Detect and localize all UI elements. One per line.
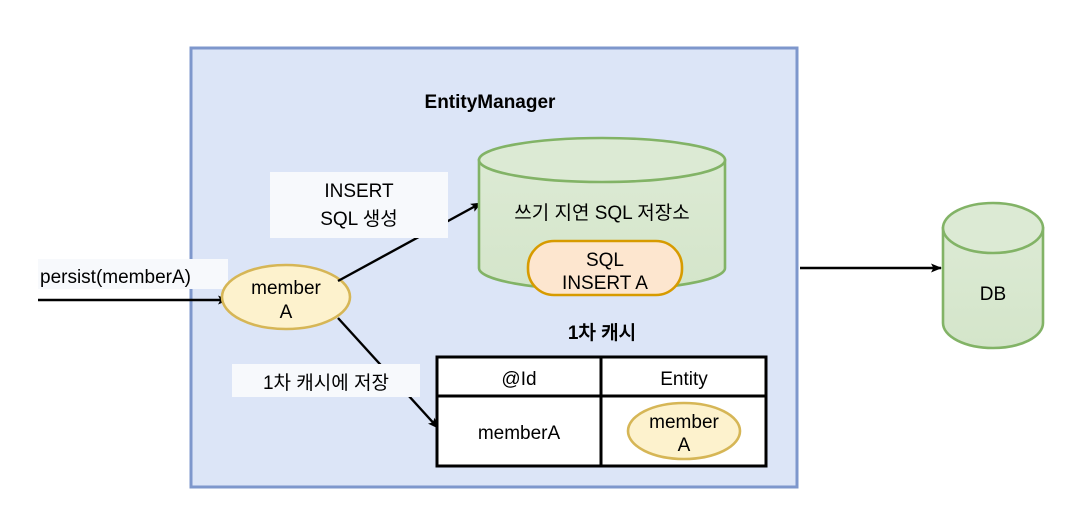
table-cell-entity-line1: member xyxy=(649,412,719,433)
cache-save-label-bg xyxy=(232,364,420,397)
entity-manager-title: EntityManager xyxy=(425,92,557,113)
table-header-id: @Id xyxy=(501,369,536,390)
first-level-cache-title: 1차 캐시 xyxy=(568,322,636,344)
entity-member-a-label-line1: member xyxy=(251,278,321,299)
write-behind-sql-store-label: 쓰기 지연 SQL 저장소 xyxy=(514,202,690,224)
database-cylinder xyxy=(941,201,1045,350)
database-label: DB xyxy=(980,284,1006,305)
table-header-entity: Entity xyxy=(660,369,708,390)
table-cell-entity-line2: A xyxy=(678,435,691,456)
sql-insert-badge-line2: INSERT A xyxy=(562,273,648,294)
table-cell-entity-ellipse xyxy=(626,401,742,461)
persist-label-bg xyxy=(38,259,228,289)
insert-sql-label-line2: SQL 생성 xyxy=(320,208,398,230)
arrow-to-write-behind-store xyxy=(337,201,482,283)
sql-insert-badge-line1: SQL xyxy=(586,250,624,271)
persist-label: persist(memberA) xyxy=(40,267,191,288)
entity-member-a-label-line2: A xyxy=(280,302,293,323)
sql-insert-badge xyxy=(526,239,684,297)
insert-sql-label-line1: INSERT xyxy=(324,181,394,202)
cache-save-label: 1차 캐시에 저장 xyxy=(263,372,389,394)
entity-member-a-ellipse xyxy=(220,263,352,331)
insert-sql-label-bg xyxy=(270,172,448,238)
table-cell-id-value: memberA xyxy=(478,423,561,444)
